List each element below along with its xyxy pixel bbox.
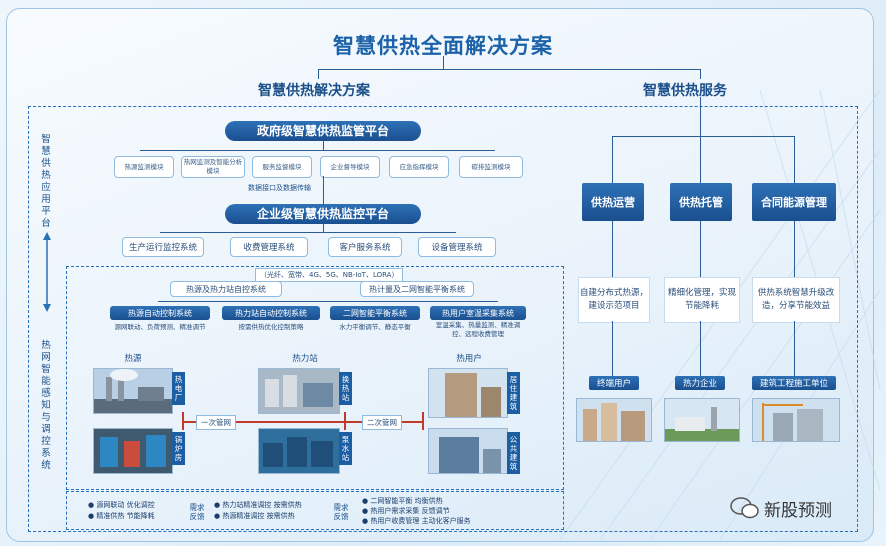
client-end-user: 终端用户 xyxy=(589,376,639,390)
gov-stem xyxy=(323,141,324,150)
control-1-title: 热源自动控制系统 xyxy=(110,306,210,320)
group-left-label: 热源及热力站自控系统 xyxy=(170,281,282,297)
client-construction: 建筑工程施工单位 xyxy=(752,376,836,390)
service-operation-desc: 自建分布式热源，建设示范项目 xyxy=(578,277,650,323)
benefit-left-2: ● 精准供热 节能降耗 xyxy=(88,512,155,520)
pipe-left-riser xyxy=(182,412,184,430)
control-4-title: 热用户室温采集系统 xyxy=(430,306,526,320)
double-arrow-icon xyxy=(43,232,51,312)
control-2-desc: 按需供热优化控制策略 xyxy=(238,323,304,331)
tag-public: 公共建筑 xyxy=(507,432,520,474)
benefit-left-1: ● 源网联动 优化调控 xyxy=(88,501,155,509)
solution-frame xyxy=(28,106,858,532)
ent-bus xyxy=(160,232,456,233)
svc-link-1 xyxy=(612,221,613,277)
pipe-line xyxy=(182,421,422,423)
service-bus xyxy=(612,136,794,137)
left-stem xyxy=(318,69,319,79)
control-1-desc: 源网联动、负荷预测、精准调节 xyxy=(114,323,206,331)
client-link-2 xyxy=(700,321,701,376)
ent-platform-bar: 企业级智慧供热监控平台 xyxy=(225,204,421,224)
secondary-pipe-label: 二次管网 xyxy=(362,415,402,430)
gov-module-6: 碳排监测模块 xyxy=(459,156,523,178)
group-right-label: 热计量及二网智能平衡系统 xyxy=(360,281,474,297)
service-contract-desc: 供热系统智慧升级改造，分享节能效益 xyxy=(752,277,840,323)
client-end-user-image xyxy=(576,398,652,442)
gov-module-2: 热网监测及智能分析模块 xyxy=(181,156,245,178)
exchange-station-image xyxy=(258,368,340,414)
data-interface-label: 数据接口及数据传输 xyxy=(248,184,311,192)
service-trusteeship: 供热托管 xyxy=(670,183,732,221)
boiler-room-image xyxy=(93,428,173,474)
side-label-sensing: 热网智能感知与调控系统 xyxy=(41,340,51,471)
gov-platform-bar: 政府级智慧供热监管平台 xyxy=(225,121,421,141)
tag-pump-station: 泵水站 xyxy=(339,432,352,465)
ent-module-1: 生产运行监控系统 xyxy=(122,237,204,257)
service-left-drop xyxy=(612,136,613,183)
feedback-label-1: 需求反馈 xyxy=(189,503,205,521)
top-connector xyxy=(318,69,700,70)
client-heat-enterprise-image xyxy=(664,398,740,442)
svc-link-2 xyxy=(700,221,701,277)
gov-module-5: 应急指挥模块 xyxy=(389,156,449,178)
benefit-mid-1: ● 热力站精准调控 按需供热 xyxy=(214,501,302,509)
gov-bus xyxy=(140,150,495,151)
service-operation: 供热运营 xyxy=(582,183,644,221)
pipe-right-riser xyxy=(422,412,424,430)
ent-module-3: 客户服务系统 xyxy=(328,237,402,257)
top-stem xyxy=(443,56,444,69)
watermark-text: 新股预测 xyxy=(764,501,832,521)
ent-module-4: 设备管理系统 xyxy=(418,237,496,257)
service-right-drop xyxy=(794,136,795,183)
benefit-right-1: ● 二网智能平衡 均衡供热 xyxy=(362,497,443,505)
client-construction-image xyxy=(752,398,840,442)
feedback-label-2: 需求反馈 xyxy=(333,503,349,521)
sensing-frame xyxy=(66,266,564,490)
tag-power-plant: 热电厂 xyxy=(172,372,185,405)
svc-link-3 xyxy=(794,221,795,277)
tag-residential: 居住建筑 xyxy=(507,372,520,414)
left-heading: 智慧供热解决方案 xyxy=(258,83,370,99)
control-bus xyxy=(158,301,498,302)
service-contract-energy: 合同能源管理 xyxy=(752,183,836,221)
service-trusteeship-desc: 精细化管理，实现节能降耗 xyxy=(664,277,740,323)
network-label: （光纤、宽带、4G、5G、NB-IoT、LORA） xyxy=(255,268,404,282)
right-heading: 智慧供热服务 xyxy=(643,83,727,99)
ent-module-2: 收费管理系统 xyxy=(230,237,308,257)
right-stem xyxy=(700,69,701,79)
page-title: 智慧供热全面解决方案 xyxy=(333,34,553,58)
ent-stem xyxy=(323,224,324,232)
data-stem xyxy=(323,176,324,204)
tag-boiler-room: 锅炉房 xyxy=(172,432,185,465)
client-link-3 xyxy=(794,321,795,376)
gov-module-1: 热源监测模块 xyxy=(114,156,174,178)
tag-exchange-station: 换热站 xyxy=(339,372,352,405)
side-label-platform: 智慧供热应用平台 xyxy=(41,134,51,229)
primary-pipe-label: 一次管网 xyxy=(196,415,236,430)
client-link-1 xyxy=(612,321,613,376)
benefit-right-3: ● 热用户收费管理 主动化客户服务 xyxy=(362,517,471,525)
pipe-mid-riser xyxy=(344,412,346,430)
pump-station-image xyxy=(258,428,340,474)
col-label-station: 热力站 xyxy=(292,354,318,364)
power-plant-image xyxy=(93,368,173,414)
control-4-desc: 室温采集、热量监测、精准调控、远程收费管理 xyxy=(435,321,521,338)
control-2-title: 热力站自动控制系统 xyxy=(222,306,320,320)
benefit-right-2: ● 热用户需求采集 反馈调节 xyxy=(362,507,450,515)
residential-building-image xyxy=(428,368,508,418)
client-heat-enterprise: 热力企业 xyxy=(675,376,725,390)
public-building-image xyxy=(428,428,508,474)
benefit-mid-2: ● 热源精准调控 按需供热 xyxy=(214,512,295,520)
control-3-desc: 水力平衡调节、静态平衡 xyxy=(339,323,411,331)
col-label-user: 热用户 xyxy=(456,354,482,364)
service-mid-drop xyxy=(700,136,701,183)
benefit-frame xyxy=(66,491,564,530)
service-stem xyxy=(700,97,701,136)
col-label-source: 热源 xyxy=(124,354,142,364)
gov-module-3: 服务监督模块 xyxy=(252,156,312,178)
gov-module-4: 企业督导模块 xyxy=(320,156,380,178)
wechat-icon xyxy=(730,497,759,519)
control-3-title: 二网智能平衡系统 xyxy=(330,306,420,320)
